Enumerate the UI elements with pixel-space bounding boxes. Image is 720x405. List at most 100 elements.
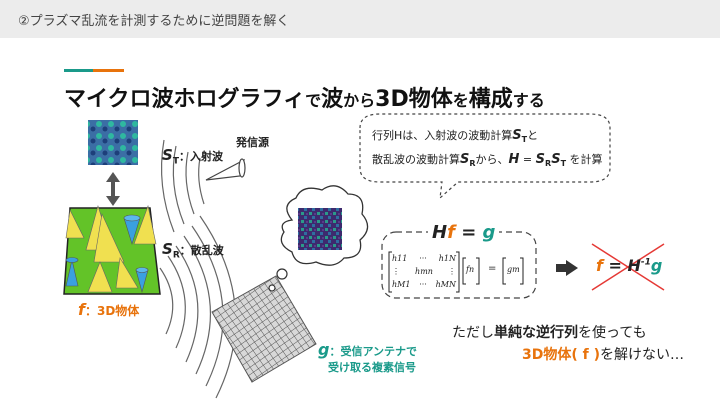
note-text: を解けない…: [600, 347, 684, 363]
thought-cloud: [268, 185, 369, 292]
cone-shape: [87, 261, 113, 293]
speech-bubble: [359, 113, 611, 200]
object-label: f：3D物体: [78, 300, 139, 319]
sr-text: ：散乱波: [179, 244, 224, 257]
sr-subscript: R: [172, 250, 180, 261]
matrix-cell: h11: [392, 254, 408, 263]
bubble-text-part: と: [527, 129, 539, 142]
bubble-text-part: H: [508, 152, 520, 168]
title-part: を: [452, 91, 469, 110]
bubble-text-part: R: [469, 159, 476, 169]
cone-shape: [93, 212, 125, 263]
cone-shape: [65, 259, 79, 287]
inv-g: g: [650, 256, 663, 275]
accent-bar-teal: [64, 69, 93, 72]
bubble-text-part: R: [545, 159, 552, 169]
double-arrow-icon: [106, 172, 120, 206]
object-box: [63, 204, 161, 295]
vector-f: fn: [466, 265, 475, 274]
matrix-cell: hM1: [392, 280, 411, 289]
inverse-equation: f = H-1g: [596, 256, 662, 275]
bubble-line-1: 行列Hは、入射波の波動計算STと: [372, 126, 603, 150]
g-text-1: ：受信アンテナで: [329, 345, 418, 358]
page-title: マイクロ波ホログラフィで波から3D物体を構成する: [64, 86, 545, 115]
scattered-wave-label: SR：散乱波: [162, 240, 224, 261]
sr-symbol: S: [162, 240, 173, 258]
cross-mark: [591, 243, 665, 291]
header-bar: ②プラズマ乱流を計測するために逆問題を解く: [0, 0, 720, 38]
matrix-cell: ···: [419, 280, 427, 289]
matrix-cell: h1N: [438, 254, 456, 263]
incident-wave-arcs: [160, 139, 205, 233]
note-text: 単純な逆行列: [494, 325, 578, 341]
inv-f: f: [596, 256, 603, 275]
matrix-content: h11 ··· h1N ⋮ hmn ⋮ hM1 ··· hMN: [392, 252, 456, 291]
cone-base: [135, 267, 149, 273]
cone-base: [123, 214, 141, 222]
st-text: ：入射波: [178, 150, 223, 163]
title-part: マイクロ波ホログラフィ: [64, 87, 306, 112]
eq-H: H: [432, 222, 448, 243]
cone-base: [65, 257, 79, 263]
note-text: ただし: [452, 325, 494, 341]
eq-f: f: [447, 222, 455, 243]
plasma-image: [298, 208, 342, 250]
cone-shape: [133, 204, 157, 245]
matrix-cell: ⋮: [392, 267, 400, 276]
inv-sup: -1: [640, 257, 651, 268]
accent-bar-orange: [93, 69, 124, 72]
source-label: 発信源: [236, 136, 269, 149]
transmitter-icon: [205, 158, 246, 181]
eq-g: g: [482, 222, 496, 243]
cone-shape: [115, 257, 139, 289]
bubble-text-part: 散乱波の波動計算: [372, 153, 460, 167]
matrix-cell: ···: [419, 254, 427, 263]
equation-hfg: Hf = g: [428, 222, 500, 243]
cone-shape: [65, 209, 85, 239]
st-symbol: S: [162, 146, 173, 164]
inv-H: H: [627, 256, 641, 275]
vector-g: gm: [507, 265, 520, 274]
bubble-text-part: S: [512, 128, 522, 143]
matrix-cell: hmn: [415, 267, 433, 276]
wave-image: [88, 120, 138, 165]
title-part: 波: [321, 87, 344, 112]
bubble-text-part: S: [551, 152, 561, 168]
note-text: 3D物体( f ): [522, 347, 600, 363]
inv-equals: =: [602, 256, 628, 275]
title-part: で: [305, 91, 322, 110]
matrix-cell: ⋮: [447, 267, 456, 276]
scattered-wave-arcs: [159, 215, 237, 399]
bubble-text-part: S: [460, 152, 470, 168]
breadcrumb: ②プラズマ乱流を計測するために逆問題を解く: [18, 14, 290, 29]
bubble-text-part: から、: [475, 153, 509, 167]
bubble-text-part: 行列Hは、入射波の波動計算: [372, 129, 513, 142]
f-text: ：3D物体: [84, 304, 140, 318]
antenna-array: [211, 275, 317, 383]
bubble-text: 行列Hは、入射波の波動計算STと 散乱波の波動計算SRから、H = SRST を…: [372, 126, 603, 174]
bubble-text-part: =: [519, 153, 536, 167]
title-part: 構成: [468, 87, 513, 112]
bubble-text-part: T: [560, 159, 567, 169]
right-arrow-icon: [556, 260, 578, 276]
matrix-cell: hMN: [435, 280, 456, 289]
st-subscript: T: [172, 156, 179, 167]
note-line-2: 3D物体( f )を解けない…: [522, 344, 684, 364]
matrix-brackets: [388, 251, 524, 293]
f-symbol: f: [78, 300, 85, 319]
note-line-1: ただし単純な逆行列を使っても: [452, 322, 647, 342]
title-part: する: [512, 91, 545, 110]
bubble-line-2: 散乱波の波動計算SRから、H = SRST を計算: [372, 150, 603, 174]
bubble-text-part: S: [535, 152, 546, 168]
bubble-text-part: T: [521, 135, 528, 145]
g-symbol: g: [318, 340, 330, 359]
title-part: から: [343, 91, 376, 110]
eq-equals: =: [454, 222, 483, 243]
matrix-equals: =: [488, 263, 497, 274]
incident-wave-label: ST：入射波: [162, 146, 223, 167]
bubble-text-part: を計算: [566, 153, 603, 167]
note-text: を使っても: [578, 325, 647, 341]
g-text-2: 受け取る複素信号: [328, 361, 416, 374]
signal-label: g：受信アンテナで 受け取る複素信号: [318, 342, 417, 376]
